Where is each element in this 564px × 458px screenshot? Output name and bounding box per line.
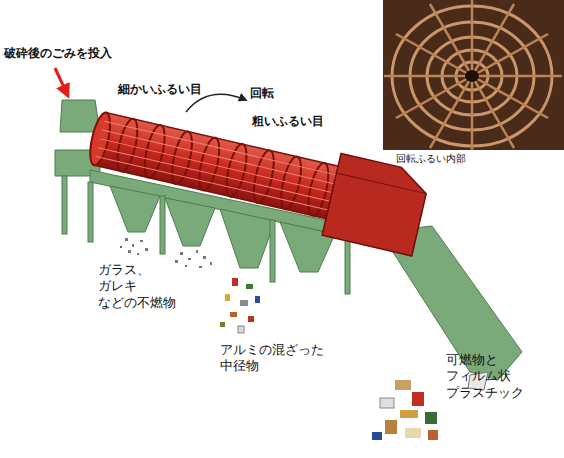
output-label: ガラス、ガレキ などの不燃物 <box>98 262 176 311</box>
photo-inset <box>383 0 564 150</box>
green-frame <box>55 100 522 380</box>
input-arrow <box>55 68 68 96</box>
output-label: 可燃物と フィルム状 プラスチック <box>446 352 524 401</box>
rotation-arrow <box>186 94 246 112</box>
screen-label: 細かいふるい目 <box>118 82 202 97</box>
input-label: 破砕後のごみを投入 <box>4 46 112 61</box>
rotary-drum <box>82 98 430 256</box>
rotation-label: 回転 <box>250 86 274 101</box>
screen-label: 粗いふるい目 <box>252 114 324 129</box>
output-label: アルミの混ざった 中径物 <box>220 342 324 375</box>
photo-caption: 回転ふるい内部 <box>396 153 466 166</box>
medium-debris <box>220 278 260 333</box>
